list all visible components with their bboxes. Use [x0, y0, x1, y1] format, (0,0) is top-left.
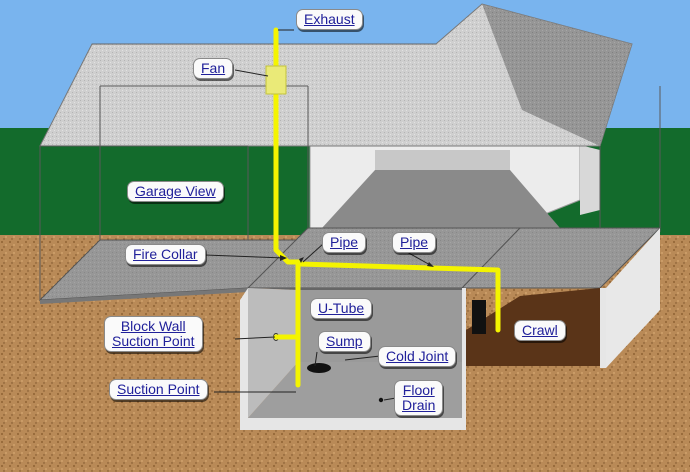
floor-drain-label[interactable]: Floor Drain: [394, 380, 444, 416]
garage-slab-edge: [40, 288, 248, 304]
floor-drain-label-line1: Floor: [402, 382, 435, 398]
house-wireframe: [39, 85, 661, 300]
suction-point-label[interactable]: Suction Point: [109, 379, 208, 400]
pipe-label-left[interactable]: Pipe: [322, 232, 367, 253]
block-wall-label-line1: Block Wall: [120, 318, 186, 334]
cold-joint-label[interactable]: Cold Joint: [378, 346, 457, 367]
basement-left-wall: [248, 288, 298, 418]
sump-label[interactable]: Sump: [318, 331, 371, 352]
crawl-right-wall: [600, 288, 606, 368]
leader-arrows: [280, 255, 434, 267]
sump-pit: [307, 363, 331, 373]
wing-side-wall: [580, 145, 600, 215]
garage-floor: [322, 170, 560, 228]
basement-front-lip: [240, 288, 248, 430]
block-wall-suction-point-label[interactable]: Block Wall Suction Point: [104, 316, 203, 352]
main-roof-shade: [482, 4, 632, 146]
basement-front-base: [240, 418, 462, 430]
radon-pipe: [273, 27, 501, 388]
block-wall-label-line2: Suction Point: [112, 333, 195, 349]
floor-drain-hole: [378, 397, 384, 403]
basement-back-wall: [248, 288, 462, 290]
basement-right-wall: [462, 288, 466, 430]
exhaust-label[interactable]: Exhaust: [296, 9, 363, 30]
crawl-label[interactable]: Crawl: [514, 320, 566, 341]
garage-view-label[interactable]: Garage View: [127, 181, 224, 202]
garage-opening: [375, 150, 510, 170]
fan-label[interactable]: Fan: [193, 58, 234, 79]
floor-drain-label-line2: Drain: [402, 397, 436, 413]
pipe-label-right[interactable]: Pipe: [392, 232, 437, 253]
u-tube-label[interactable]: U-Tube: [310, 298, 373, 319]
fire-collar-label[interactable]: Fire Collar: [125, 244, 206, 265]
fan-unit: [265, 65, 287, 95]
crawl-side-wall: [606, 228, 660, 368]
crawl-vent: [472, 300, 486, 334]
